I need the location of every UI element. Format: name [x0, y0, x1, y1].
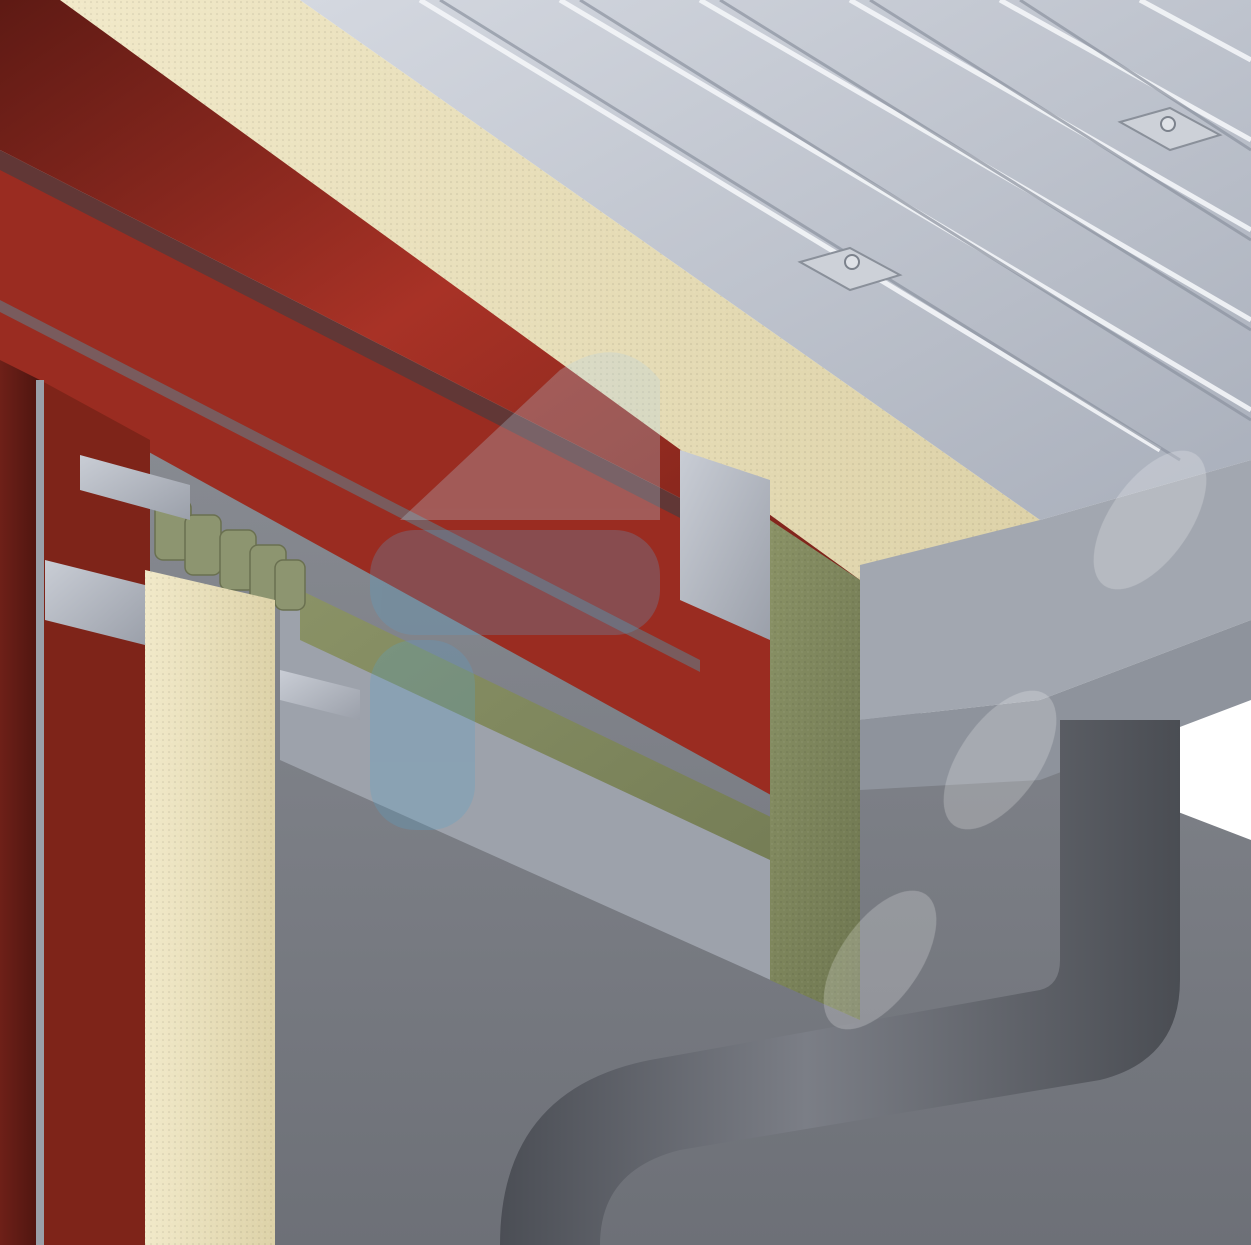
watermark-logo — [370, 352, 660, 830]
purlin-lower-flange — [0, 300, 700, 672]
gutter-front-face — [860, 620, 1251, 790]
corrugated-metal-roof-sheet — [300, 0, 1251, 520]
steel-side-bracket — [45, 560, 145, 645]
watermark-text — [823, 450, 1207, 1030]
mineral-wool-gutter-lining — [300, 590, 860, 1020]
steel-column-face — [40, 380, 150, 1245]
steel-gutter-liner — [280, 600, 860, 1020]
red-steel-purlin — [0, 0, 860, 590]
steel-support-bracket — [80, 455, 190, 520]
roof-fixing-clip-2 — [1117, 106, 1223, 152]
gutter-outlet-downpipe — [500, 720, 1180, 1245]
roof-eaves-edge — [860, 460, 1251, 720]
purlin-flange-line — [0, 150, 860, 610]
wool-texture — [300, 520, 860, 1020]
column-flange-edge — [36, 380, 44, 1245]
roof-insulation-texture — [60, 0, 1040, 580]
steel-gutter-support — [280, 670, 360, 720]
roof-fixing-clip — [797, 246, 903, 292]
roof-corrugation-shadows — [439, 0, 1251, 462]
wall-insulation-texture — [145, 570, 275, 1245]
steel-stiffener-bracket — [680, 450, 770, 640]
steel-column — [0, 360, 40, 1245]
